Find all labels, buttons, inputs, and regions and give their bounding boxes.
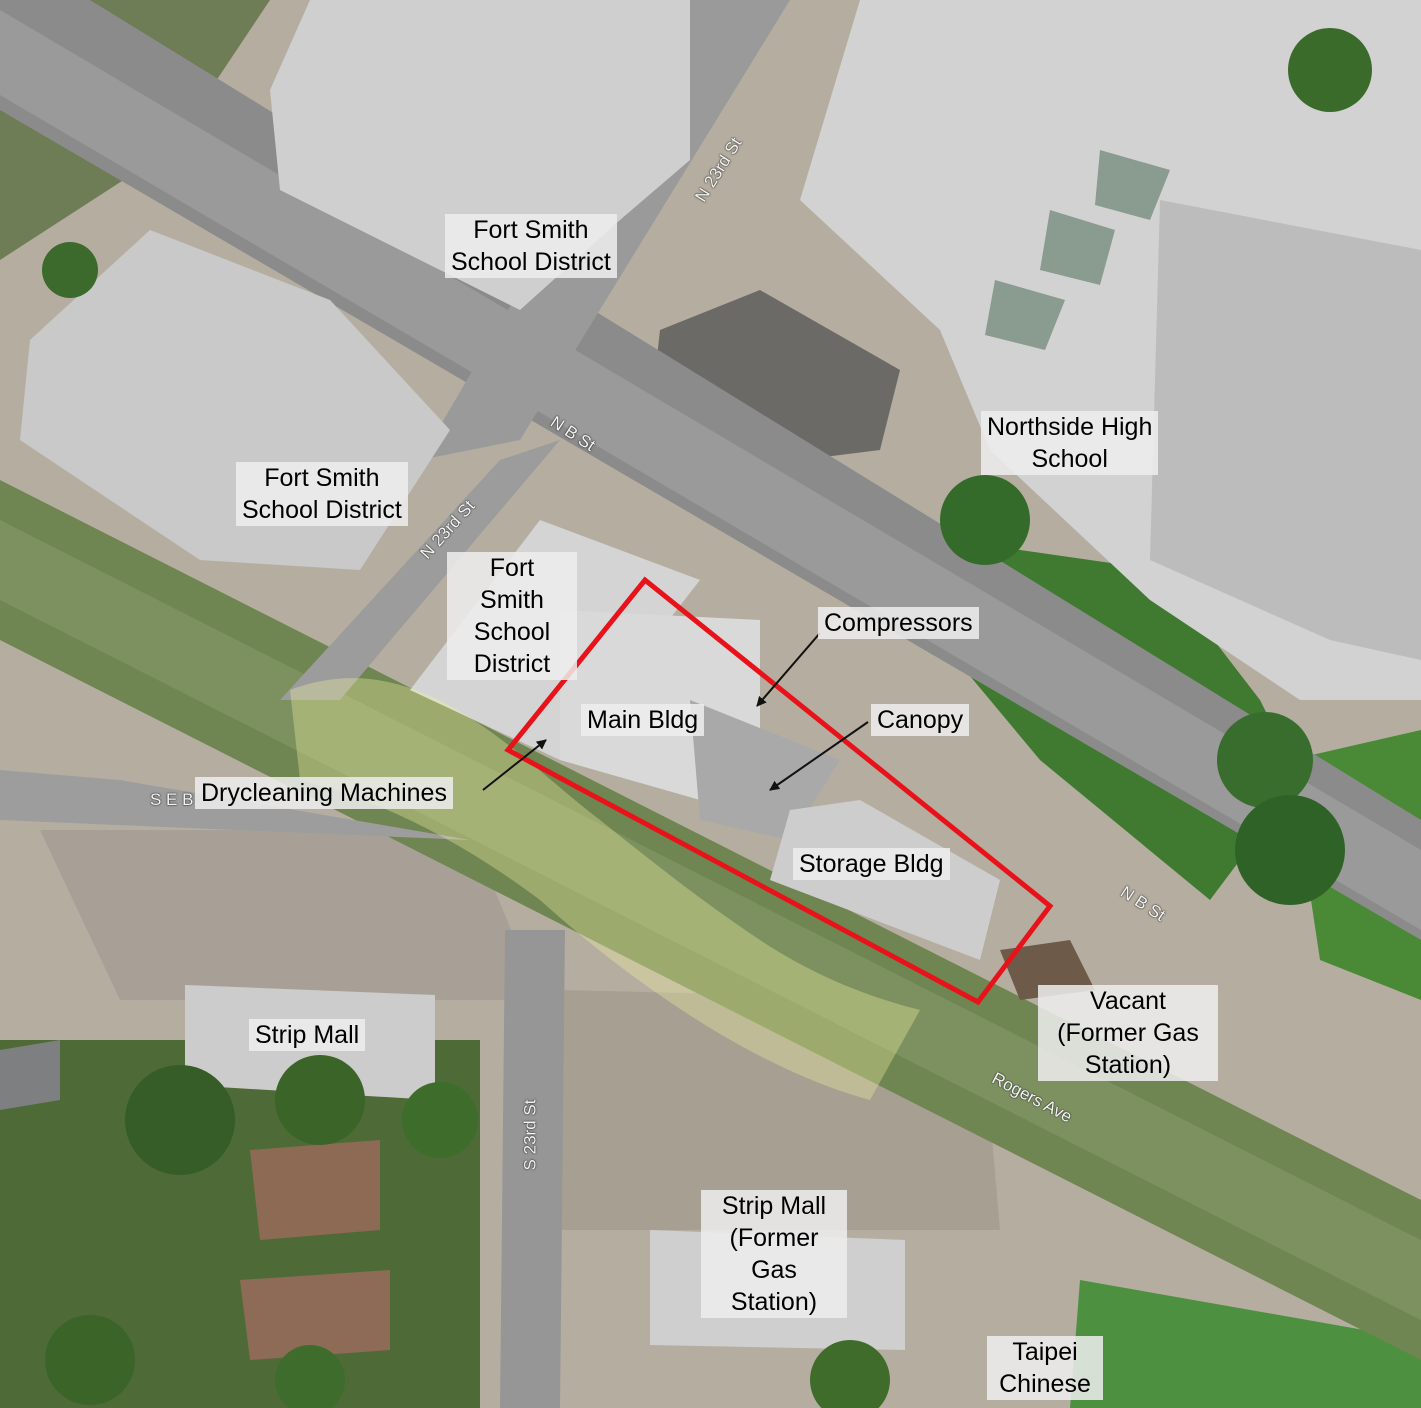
drycleaning-pointer <box>482 739 547 791</box>
label-fort-smith-school-district-center: Fort Smith School District <box>447 552 577 680</box>
label-vacant-former-gas-station: Vacant (Former Gas Station) <box>1038 985 1218 1081</box>
tree <box>275 1055 365 1145</box>
storage-building-roof <box>770 800 1000 960</box>
tree <box>1217 712 1313 808</box>
street-label-s-23rd-st: S 23rd St <box>520 1099 540 1171</box>
label-canopy: Canopy <box>871 704 970 736</box>
tree <box>1288 28 1372 112</box>
label-strip-mall-left: Strip Mall <box>249 1019 366 1051</box>
tree <box>402 1082 478 1158</box>
tree <box>275 1345 345 1408</box>
school-building-roof <box>1150 200 1421 660</box>
canopy-pointer <box>769 721 869 791</box>
label-northside-high-school: Northside High School <box>981 411 1159 475</box>
tree <box>1235 795 1345 905</box>
n-b-st-road <box>0 10 1421 930</box>
label-strip-mall-former-gas-station: Strip Mall (Former Gas Station) <box>701 1190 847 1318</box>
label-main-bldg: Main Bldg <box>581 704 705 736</box>
house-roof <box>240 1270 390 1360</box>
tree <box>125 1065 235 1175</box>
label-fort-smith-school-district-left: Fort Smith School District <box>236 462 408 526</box>
skylight <box>1040 210 1115 285</box>
street-label-s-e-b: S E B <box>150 790 194 809</box>
n-23rd-st-road <box>280 440 560 700</box>
label-taipei-chinese: Taipei Chinese <box>987 1336 1103 1400</box>
site-boundary <box>504 576 1054 1006</box>
label-storage-bldg: Storage Bldg <box>793 848 950 880</box>
grass-area <box>1070 1280 1421 1408</box>
tree <box>810 1340 890 1408</box>
compressors-pointer <box>756 632 821 707</box>
rogers-ave-road <box>0 520 1421 1320</box>
skylight <box>1095 150 1170 220</box>
canopy-roof <box>690 700 840 840</box>
parking-lot <box>40 830 540 1000</box>
label-drycleaning-machines: Drycleaning Machines <box>195 777 453 809</box>
label-compressors: Compressors <box>818 607 979 639</box>
tree <box>45 1315 135 1405</box>
s-23rd-st-road <box>500 930 565 1408</box>
tree <box>42 242 98 298</box>
house-roof <box>0 1040 60 1110</box>
skylight <box>985 280 1065 350</box>
tree <box>940 475 1030 565</box>
label-fort-smith-school-district-top: Fort Smith School District <box>445 214 617 278</box>
house-roof <box>250 1140 380 1240</box>
